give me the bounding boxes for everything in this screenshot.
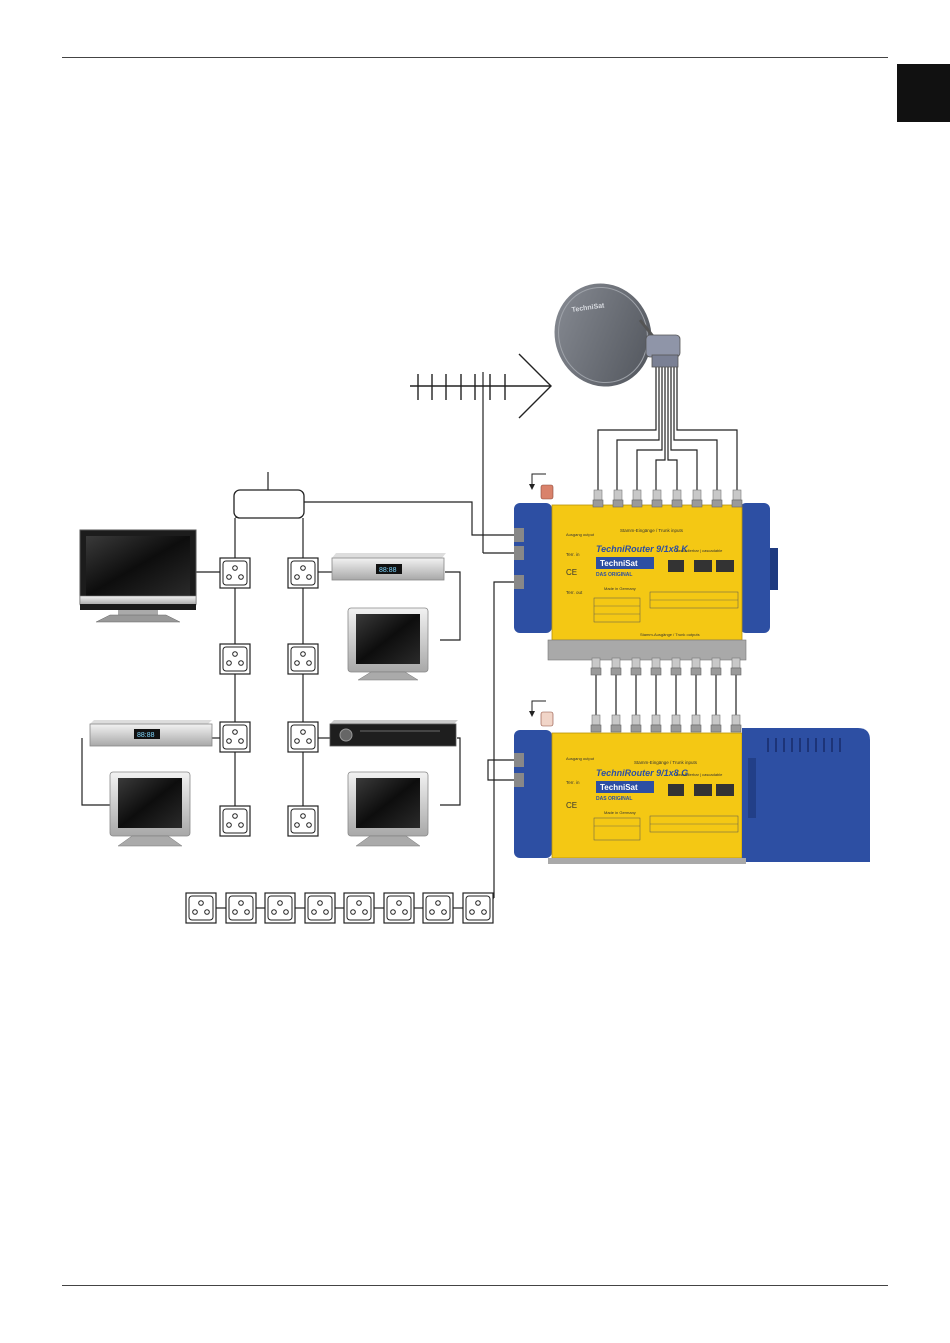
router-bottom-ce: CE	[566, 801, 577, 810]
router-bottom-inputs-label: Stamm-Eingänge / Trunk inputs	[634, 760, 698, 765]
router-top-tv-in: Terr. in	[566, 552, 580, 557]
receiver-top-display: 88:88	[379, 567, 397, 574]
header-rule	[62, 57, 888, 58]
crt-tv-left	[109, 771, 191, 847]
satellite-dish: TechniSat	[554, 283, 681, 387]
router-top-brand: TechniSat	[600, 559, 638, 568]
crt-tv-top	[347, 607, 429, 681]
receiver-left-display: 88:88	[137, 732, 155, 739]
router-top-subtitle: kaskadierbar | cascadable	[676, 548, 723, 553]
crt-tv-right	[347, 771, 429, 847]
router-top-model: TechniRouter 9/1x8 K	[596, 544, 689, 554]
router-top-tv-out: Terr. out	[566, 590, 583, 595]
router-bottom-made-in: Made in Germany	[604, 810, 636, 815]
receiver-right	[329, 720, 458, 747]
router-bottom-tv-in: Terr. in	[566, 780, 580, 785]
router-bottom: Ausgang output Terr. in CE Stamm-Eingäng…	[514, 700, 870, 864]
footer-rule	[62, 1285, 888, 1286]
router-bottom-brand: TechniSat	[600, 783, 638, 792]
router-top-inputs-label: Stamm-Eingänge / Trunk inputs	[620, 528, 684, 533]
router-top-outputs-label: Stamm-Ausgänge / Trunk outputs	[640, 632, 700, 637]
router-top: Stamm-Eingänge / Trunk inputs Ausgang ou…	[514, 473, 778, 676]
router-top-ce: CE	[566, 568, 577, 577]
router-bottom-subtitle: kaskadierbar | cascadable	[676, 772, 723, 777]
router-top-made-in: Made in Germany	[604, 586, 636, 591]
dish-brand: TechniSat	[571, 302, 605, 314]
router-top-das-original: DAS ORIGINAL	[596, 572, 632, 578]
flat-tv	[79, 529, 197, 623]
router-bottom-model: TechniRouter 9/1x8 G	[596, 768, 688, 778]
terrestrial-antenna	[410, 353, 552, 419]
receiver-top: 88:88	[331, 553, 446, 581]
router-bottom-das-original: DAS ORIGINAL	[596, 796, 632, 802]
router-bottom-ausgang: Ausgang output	[566, 756, 595, 761]
router-top-ausgang: Ausgang output	[566, 532, 595, 537]
splitter	[233, 489, 305, 519]
receiver-left: 88:88	[89, 720, 213, 747]
chapter-tab	[897, 64, 950, 122]
